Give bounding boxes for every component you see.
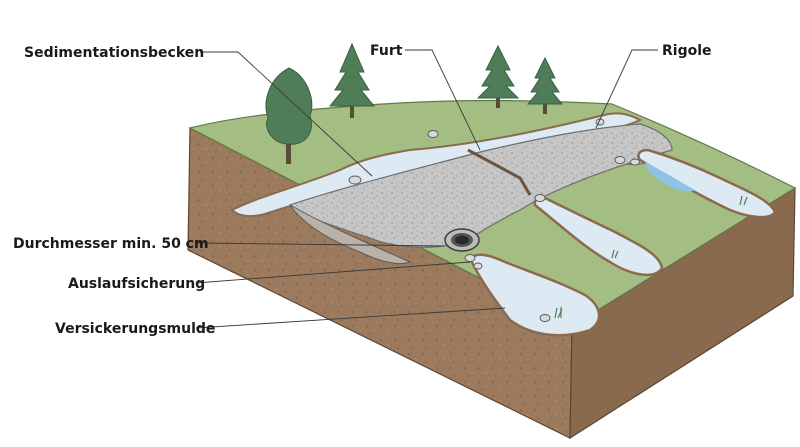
leader-sedimentationsbecken [200,51,373,177]
leader-versickerungsmulde [195,307,506,329]
leader-auslaufsicherung [195,261,471,284]
conifer-tree-icon [328,42,376,118]
label-versickerungsmulde: Versickerungsmulde [55,321,215,337]
leader-durchmesser [195,242,445,247]
conifer-tree-icon [526,56,564,114]
deciduous-tree-icon [265,67,313,164]
label-auslaufsicherung: Auslaufsicherung [68,276,205,292]
leader-rigole [595,49,658,129]
outflow-channel-left [468,253,601,337]
grass-tuft-icon [554,195,748,319]
road-stone-embankment [289,204,412,265]
label-durchmesser: Durchmesser min. 50 cm [13,236,209,252]
conifer-tree-icon [476,44,520,108]
culvert-pipe-icon [444,228,480,252]
label-sedimentationsbecken: Sedimentationsbecken [24,45,204,61]
label-furt: Furt [370,43,403,59]
rigole-blue-flow [645,162,695,192]
label-rigole: Rigole [662,43,712,59]
leader-furt [405,49,481,151]
stone-icon [348,118,640,322]
ford-crossing [467,148,532,196]
